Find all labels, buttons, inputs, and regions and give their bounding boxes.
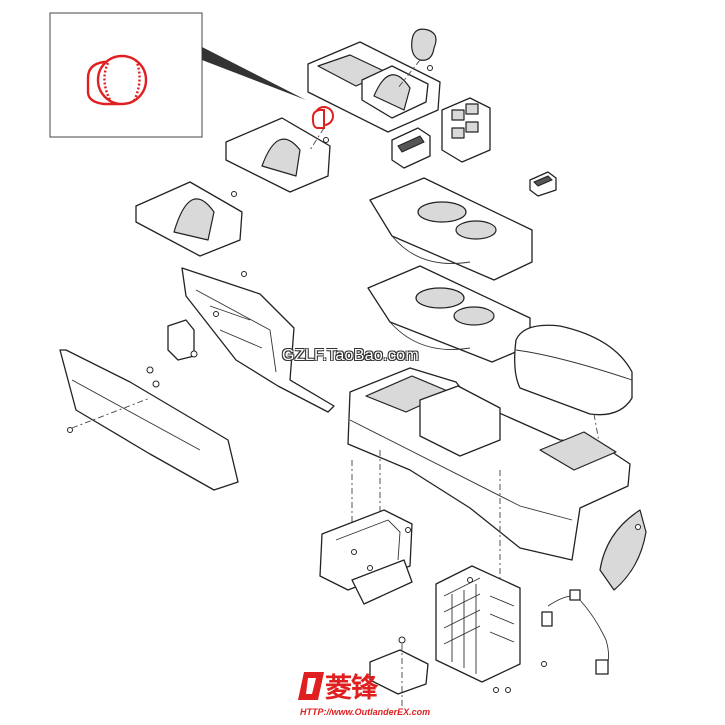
wire-harness <box>541 589 609 675</box>
shifter-bezel-top <box>307 28 441 133</box>
lower-frame <box>319 509 413 605</box>
console-body <box>347 367 631 580</box>
inner-panel-frame <box>181 267 335 413</box>
switch-panel <box>391 97 557 197</box>
gear-knob-icon <box>86 54 148 106</box>
cup-holder-upper <box>369 177 533 281</box>
rear-end-cap <box>599 509 647 591</box>
brand-url[interactable]: HTTP://www.OutlanderEX.com <box>300 707 431 717</box>
bottom-bracket <box>369 636 547 706</box>
brand-logo-text: 菱锋 <box>325 673 378 704</box>
shifter-bezel-middle <box>225 117 331 193</box>
watermark-text: GZLF.TaoBao.com <box>282 347 419 364</box>
knob-small-red-icon <box>311 106 334 129</box>
shifter-bezel-lower <box>135 181 243 257</box>
side-panel-left <box>59 349 239 491</box>
cup-holder-lower <box>367 265 531 363</box>
storage-basket <box>435 565 521 683</box>
callout-box <box>49 12 334 138</box>
bracket-left <box>146 319 198 388</box>
